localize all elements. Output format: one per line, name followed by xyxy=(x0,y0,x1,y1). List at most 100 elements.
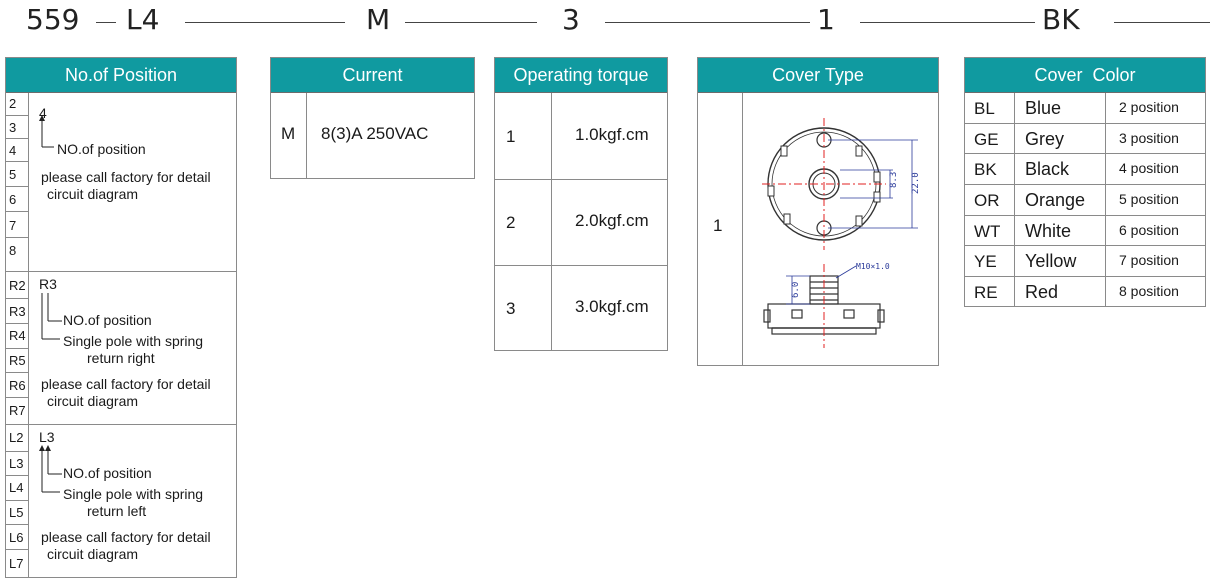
cover-color-table-header: Cover Color xyxy=(965,58,1205,93)
color-name: Yellow xyxy=(1025,251,1077,271)
row-divider xyxy=(6,298,28,299)
color-row: BK Black 4 position xyxy=(965,154,1205,184)
column-divider xyxy=(1105,93,1106,307)
code-rule xyxy=(405,22,537,23)
code-current: M xyxy=(366,3,391,36)
row-divider xyxy=(6,161,28,162)
position-code: R4 xyxy=(9,328,26,343)
position-code: R3 xyxy=(9,304,26,319)
factory-note: please call factory for detail xyxy=(41,376,211,392)
factory-note: circuit diagram xyxy=(47,546,139,562)
position-column-divider xyxy=(28,93,29,578)
position-code: R2 xyxy=(9,278,26,293)
row-divider xyxy=(6,323,28,324)
position-code: 3 xyxy=(9,120,17,135)
cover-color-title: Cover Color xyxy=(1034,65,1136,85)
code-position: L4 xyxy=(126,3,160,36)
position-code: R6 xyxy=(9,378,26,393)
leader-arrow-icon xyxy=(39,115,54,148)
row-divider xyxy=(6,237,28,238)
row-divider xyxy=(965,245,1206,246)
color-row: GE Grey 3 position xyxy=(965,124,1205,154)
cover-top-view: 8.3 22.0 xyxy=(762,118,921,250)
column-divider xyxy=(306,93,307,179)
factory-note: circuit diagram xyxy=(47,393,139,409)
row-divider xyxy=(6,524,28,525)
position-label: NO.of position xyxy=(63,465,152,481)
position-code: 2 xyxy=(9,96,17,111)
code-rule xyxy=(860,22,1035,23)
color-name: White xyxy=(1025,221,1072,241)
row-divider xyxy=(965,184,1206,185)
torque-code: 3 xyxy=(506,299,516,318)
color-name: Orange xyxy=(1025,190,1086,210)
row-divider xyxy=(965,215,1206,216)
position-code: 8 xyxy=(9,243,17,258)
cover-color-table: Cover Color BL Blue 2 position GE Grey 3… xyxy=(964,57,1206,307)
column-divider xyxy=(742,93,743,366)
color-name: Red xyxy=(1025,282,1059,302)
factory-note: circuit diagram xyxy=(47,186,139,202)
factory-note: please call factory for detail xyxy=(41,169,211,185)
position-code: R7 xyxy=(9,403,26,418)
position-code: 5 xyxy=(9,167,17,182)
color-row: RE Red 8 position xyxy=(965,277,1205,307)
row-divider xyxy=(6,348,28,349)
code-rule xyxy=(605,22,810,23)
cover-side-view: 6.0 M10×1.0 xyxy=(763,262,890,348)
color-position: 7 position xyxy=(1119,252,1179,268)
code-rule xyxy=(96,22,116,23)
color-code: BK xyxy=(974,160,997,179)
row-divider xyxy=(6,549,28,550)
torque-table-header: Operating torque xyxy=(495,58,667,93)
position-label: NO.of position xyxy=(57,141,146,157)
position-code: L2 xyxy=(9,430,24,445)
color-name: Grey xyxy=(1025,129,1065,149)
row-divider xyxy=(965,276,1206,277)
row-divider xyxy=(6,186,28,187)
current-table: Current M 8(3)A 250VAC xyxy=(270,57,475,179)
row-divider xyxy=(965,153,1206,154)
row-divider xyxy=(6,138,28,139)
torque-value: 2.0kgf.cm xyxy=(575,211,649,230)
leader-arrow-icon xyxy=(41,293,62,340)
position-code: R5 xyxy=(9,353,26,368)
torque-code: 2 xyxy=(506,213,516,232)
color-code: GE xyxy=(974,130,999,149)
code-series: 559 xyxy=(26,3,80,36)
code-rule xyxy=(185,22,345,23)
row-divider xyxy=(6,397,28,398)
color-row: OR Orange 5 position xyxy=(965,185,1205,215)
spring-note: return left xyxy=(87,503,147,519)
cover-drawing: 8.3 22.0 xyxy=(762,118,921,348)
row-divider xyxy=(495,265,668,266)
position-code: L5 xyxy=(9,505,24,520)
code-rule xyxy=(1114,22,1210,23)
row-divider xyxy=(6,451,28,452)
color-row: YE Yellow 7 position xyxy=(965,246,1205,276)
color-code: YE xyxy=(974,252,997,271)
leader-arrow-icon xyxy=(39,445,62,493)
dim-outer-label: 22.0 xyxy=(911,172,921,194)
position-code: L3 xyxy=(9,456,24,471)
color-position: 3 position xyxy=(1119,130,1179,146)
color-row: WT White 6 position xyxy=(965,216,1205,246)
position-code: L7 xyxy=(9,556,24,571)
spring-note: return right xyxy=(87,350,155,366)
position-code: 4 xyxy=(9,143,17,158)
row-divider xyxy=(495,179,668,180)
spring-note: Single pole with spring xyxy=(63,333,204,349)
color-name: Black xyxy=(1025,159,1070,179)
position-code: L6 xyxy=(9,530,24,545)
position-code: L4 xyxy=(9,480,24,495)
row-divider xyxy=(6,115,28,116)
row-divider xyxy=(6,475,28,476)
torque-code: 1 xyxy=(506,127,516,146)
color-code: BL xyxy=(974,99,995,118)
code-cover-type: 1 xyxy=(817,3,835,36)
row-divider xyxy=(6,372,28,373)
example-code: L3 xyxy=(39,429,55,445)
cover-type-table-header: Cover Type xyxy=(698,58,938,93)
column-divider xyxy=(551,93,552,351)
color-name: Blue xyxy=(1025,98,1062,118)
